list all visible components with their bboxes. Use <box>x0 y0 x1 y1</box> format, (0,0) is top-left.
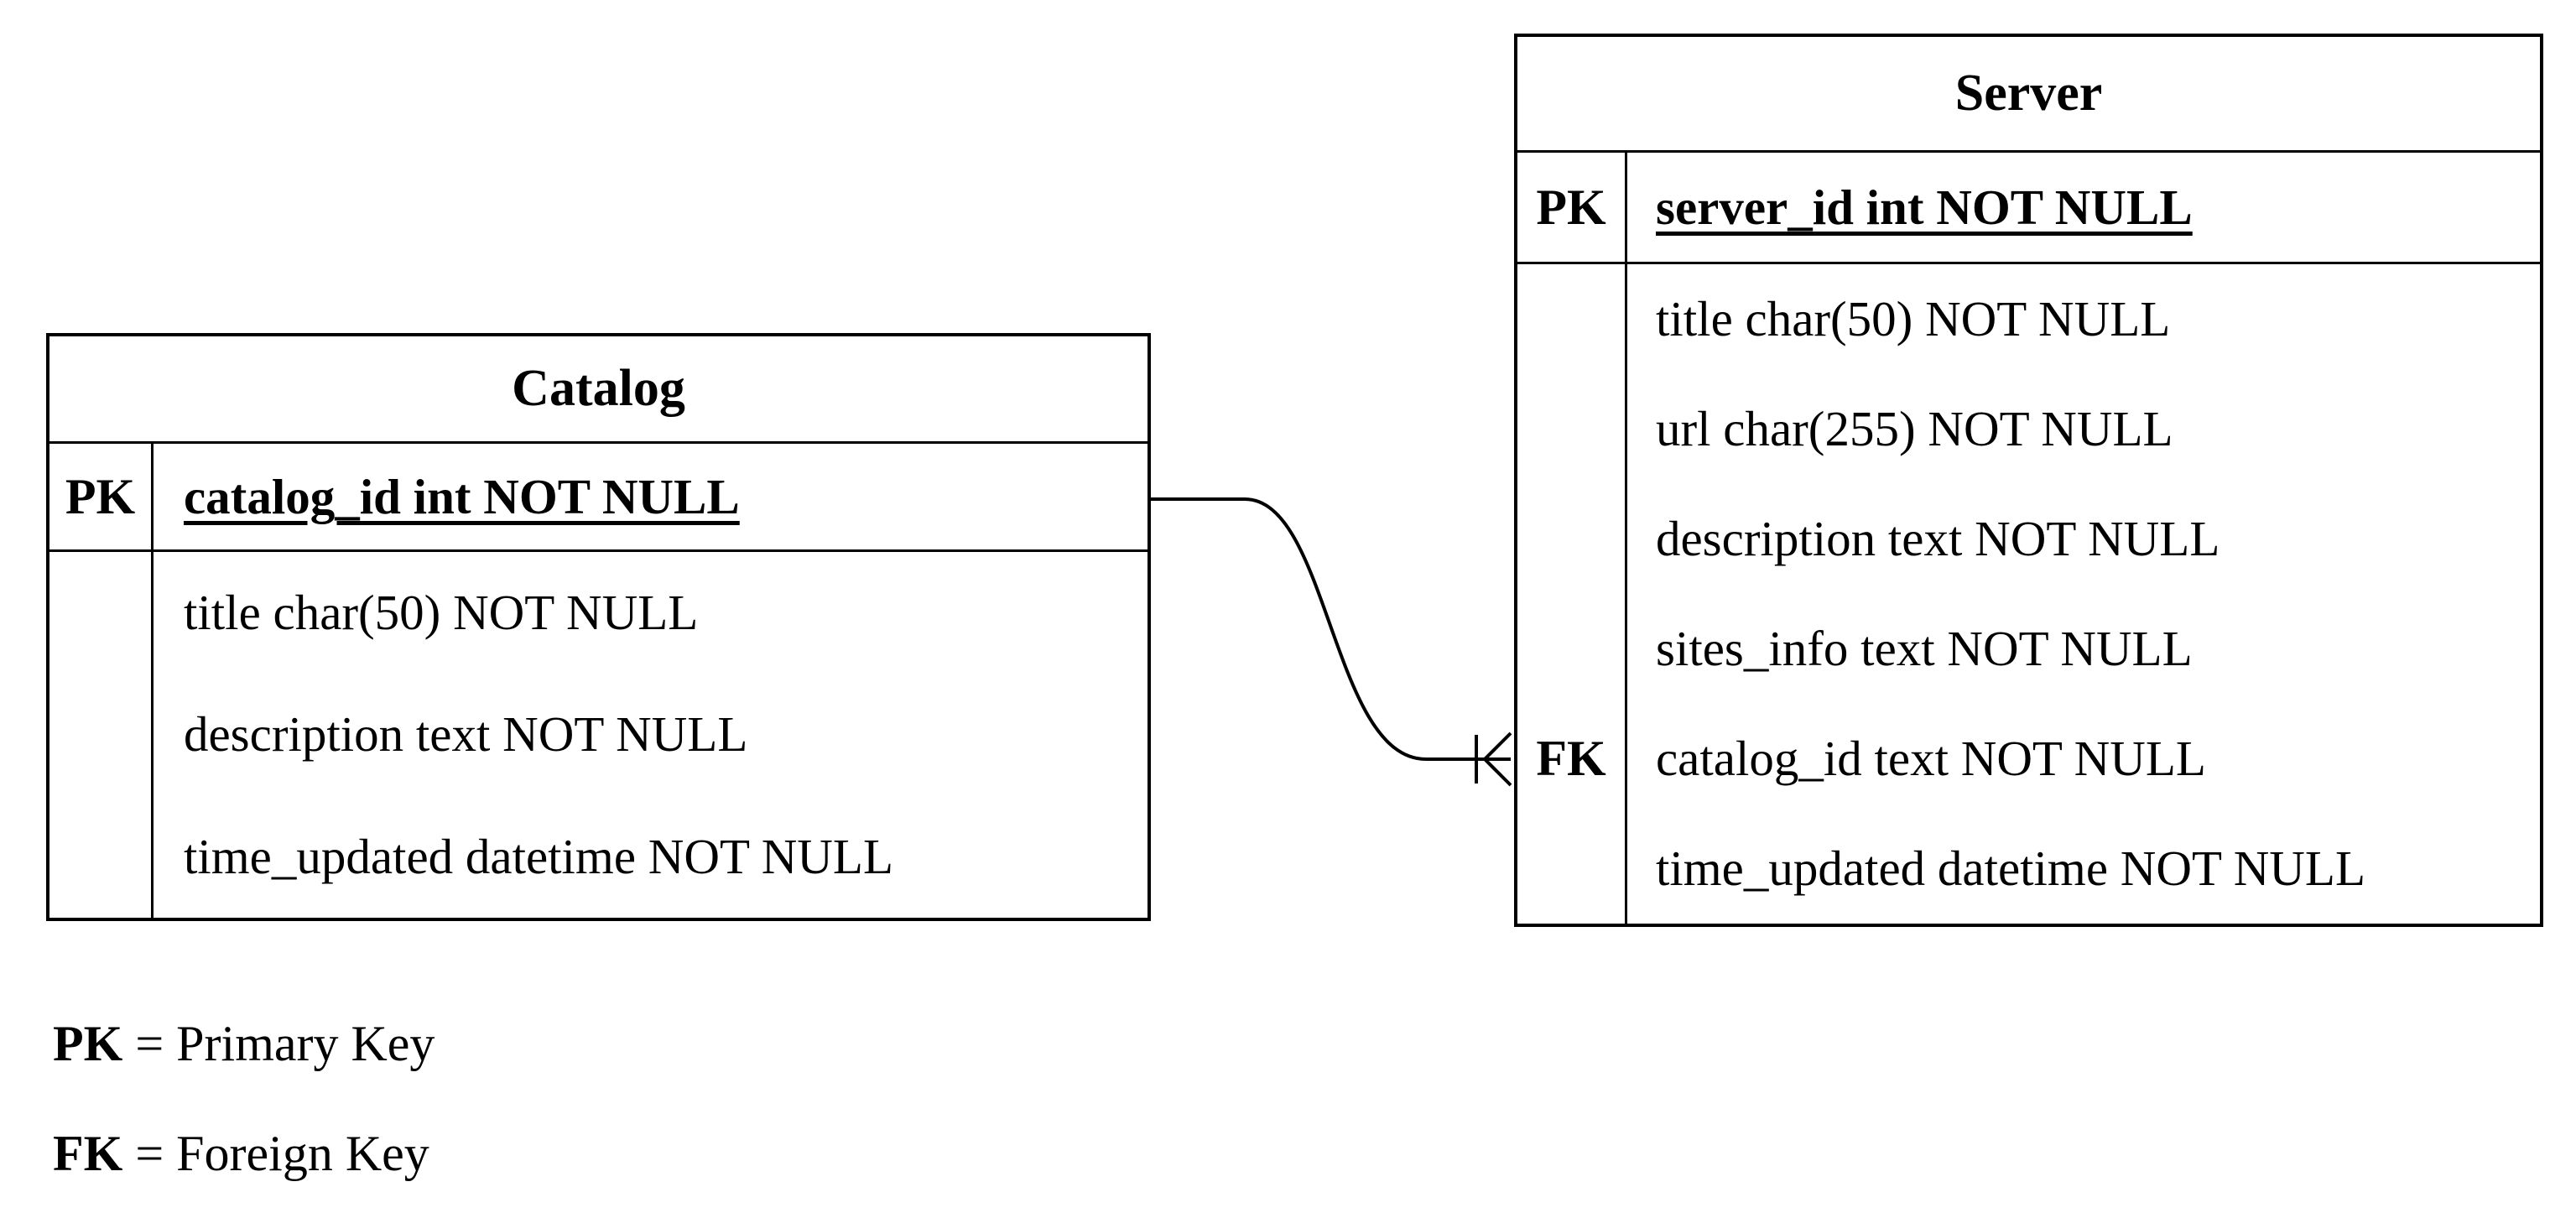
legend-item-pk: PK = Primary Key <box>53 1015 435 1073</box>
server-attr-url: url char(255) NOT NULL <box>1656 401 2173 456</box>
server-attributes: title char(50) NOT NULL url char(255) NO… <box>1517 264 2540 924</box>
catalog-attr-catalog_id: catalog_id int NOT NULL <box>184 468 740 524</box>
legend-fk-equals: = <box>135 1126 164 1181</box>
legend-item-fk: FK = Foreign Key <box>53 1125 435 1183</box>
legend-pk-abbr: PK <box>53 1016 123 1071</box>
key-cell-empty <box>49 552 154 674</box>
entity-catalog: Catalog PK catalog_id int NOT NULL title… <box>46 333 1151 921</box>
key-cell-empty <box>1517 594 1627 704</box>
legend-fk-meaning: Foreign Key <box>176 1126 429 1181</box>
server-row-time_updated: time_updated datetime NOT NULL <box>1517 814 2540 924</box>
server-row-url: url char(255) NOT NULL <box>1517 374 2540 484</box>
key-cell-empty <box>1517 374 1627 484</box>
catalog-row-title: title char(50) NOT NULL <box>49 552 1147 674</box>
server-attr-description: description text NOT NULL <box>1656 511 2220 566</box>
legend: PK = Primary Key FK = Foreign Key <box>53 1015 435 1213</box>
server-row-description: description text NOT NULL <box>1517 484 2540 594</box>
server-fk-badge: FK <box>1517 704 1627 814</box>
entity-server-title: Server <box>1517 37 2540 153</box>
server-row-sites_info: sites_info text NOT NULL <box>1517 594 2540 704</box>
catalog-row-description: description text NOT NULL <box>49 674 1147 796</box>
catalog-attributes: title char(50) NOT NULL description text… <box>49 552 1147 918</box>
key-cell-empty <box>1517 264 1627 374</box>
server-pk-badge: PK <box>1517 153 1627 262</box>
server-attr-time_updated: time_updated datetime NOT NULL <box>1656 841 2365 896</box>
server-attr-sites_info: sites_info text NOT NULL <box>1656 621 2193 676</box>
catalog-attr-title: title char(50) NOT NULL <box>184 585 699 641</box>
key-cell-empty <box>1517 484 1627 594</box>
server-attr-catalog_id: catalog_id text NOT NULL <box>1656 731 2206 786</box>
server-row-title: title char(50) NOT NULL <box>1517 264 2540 374</box>
crow-foot-many-icon <box>1475 731 1512 787</box>
key-cell-empty <box>49 795 154 918</box>
legend-fk-abbr: FK <box>53 1126 123 1181</box>
catalog-row-catalog_id: PK catalog_id int NOT NULL <box>49 444 1147 552</box>
server-row-server_id: PK server_id int NOT NULL <box>1517 153 2540 264</box>
relationship-line <box>1147 497 1511 761</box>
catalog-attr-description: description text NOT NULL <box>184 706 748 763</box>
legend-pk-equals: = <box>135 1016 164 1071</box>
key-cell-empty <box>49 674 154 796</box>
entity-server: Server PK server_id int NOT NULL title c… <box>1514 34 2543 927</box>
legend-pk-meaning: Primary Key <box>176 1016 435 1071</box>
server-attr-title: title char(50) NOT NULL <box>1656 291 2171 346</box>
key-cell-empty <box>1517 814 1627 924</box>
catalog-row-time_updated: time_updated datetime NOT NULL <box>49 795 1147 918</box>
server-row-catalog_id: FK catalog_id text NOT NULL <box>1517 704 2540 814</box>
catalog-pk-badge: PK <box>49 444 154 549</box>
server-attr-server_id: server_id int NOT NULL <box>1656 179 2193 235</box>
entity-catalog-title: Catalog <box>49 336 1147 444</box>
catalog-attr-time_updated: time_updated datetime NOT NULL <box>184 828 893 884</box>
